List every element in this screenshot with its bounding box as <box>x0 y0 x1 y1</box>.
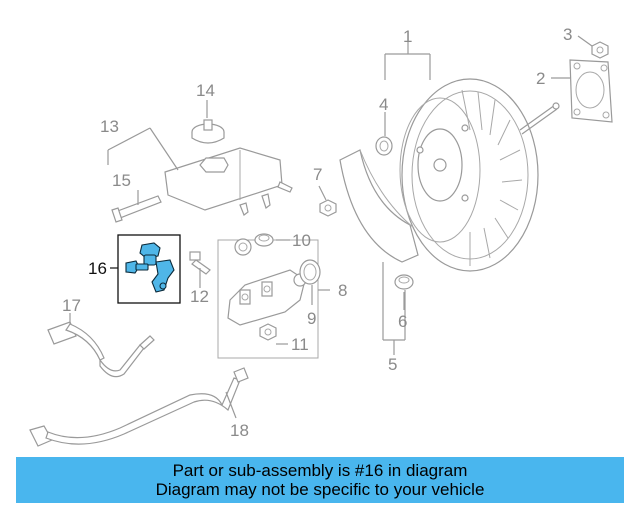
reservoir-seal-10[interactable] <box>254 233 274 247</box>
callout-14: 14 <box>196 81 215 100</box>
callout-7: 7 <box>313 165 322 184</box>
callout-3: 3 <box>563 25 572 44</box>
grommet[interactable] <box>394 274 414 290</box>
callout-9: 9 <box>307 309 316 328</box>
callout-12: 12 <box>190 287 209 306</box>
callout-1: 1 <box>403 27 412 46</box>
callout-17: 17 <box>62 296 81 315</box>
booster-seal[interactable] <box>375 136 393 156</box>
brake-booster[interactable] <box>399 78 560 272</box>
callout-6: 6 <box>398 312 407 331</box>
nut-11[interactable] <box>259 323 277 341</box>
nut-7[interactable] <box>319 199 337 217</box>
part-16-box[interactable] <box>110 234 181 304</box>
callout-4: 4 <box>379 95 388 114</box>
leader-lines <box>69 35 593 419</box>
callout-5: 5 <box>388 355 397 374</box>
parts-diagram: 1 2 3 4 5 6 7 8 9 10 11 12 13 14 15 16 1… <box>29 25 613 447</box>
banner-line-1: Part or sub-assembly is #16 in diagram <box>172 461 468 480</box>
info-banner: Part or sub-assembly is #16 in diagram D… <box>16 457 624 503</box>
brake-line-18[interactable] <box>29 367 249 447</box>
fluid-reservoir[interactable] <box>164 147 293 216</box>
callout-16: 16 <box>88 259 107 278</box>
o-ring-9[interactable] <box>299 259 321 285</box>
hose-15[interactable] <box>111 195 162 223</box>
sensor-17[interactable] <box>47 321 155 378</box>
callout-2: 2 <box>536 69 545 88</box>
bolt-12[interactable] <box>189 251 211 275</box>
callout-15: 15 <box>112 171 131 190</box>
callout-18: 18 <box>230 421 249 440</box>
callout-13: 13 <box>100 117 119 136</box>
heat-shield[interactable] <box>339 149 419 263</box>
banner-line-2: Diagram may not be specific to your vehi… <box>155 480 485 499</box>
callout-10: 10 <box>292 231 311 250</box>
callout-11: 11 <box>291 335 309 354</box>
reservoir-grommet-large[interactable] <box>234 238 252 256</box>
booster-nut[interactable] <box>591 41 609 59</box>
booster-gasket-plate[interactable] <box>569 59 613 123</box>
reservoir-cap[interactable] <box>191 119 225 144</box>
callout-8: 8 <box>338 281 347 300</box>
part-16-highlight <box>125 242 175 293</box>
master-cylinder[interactable] <box>227 269 307 326</box>
